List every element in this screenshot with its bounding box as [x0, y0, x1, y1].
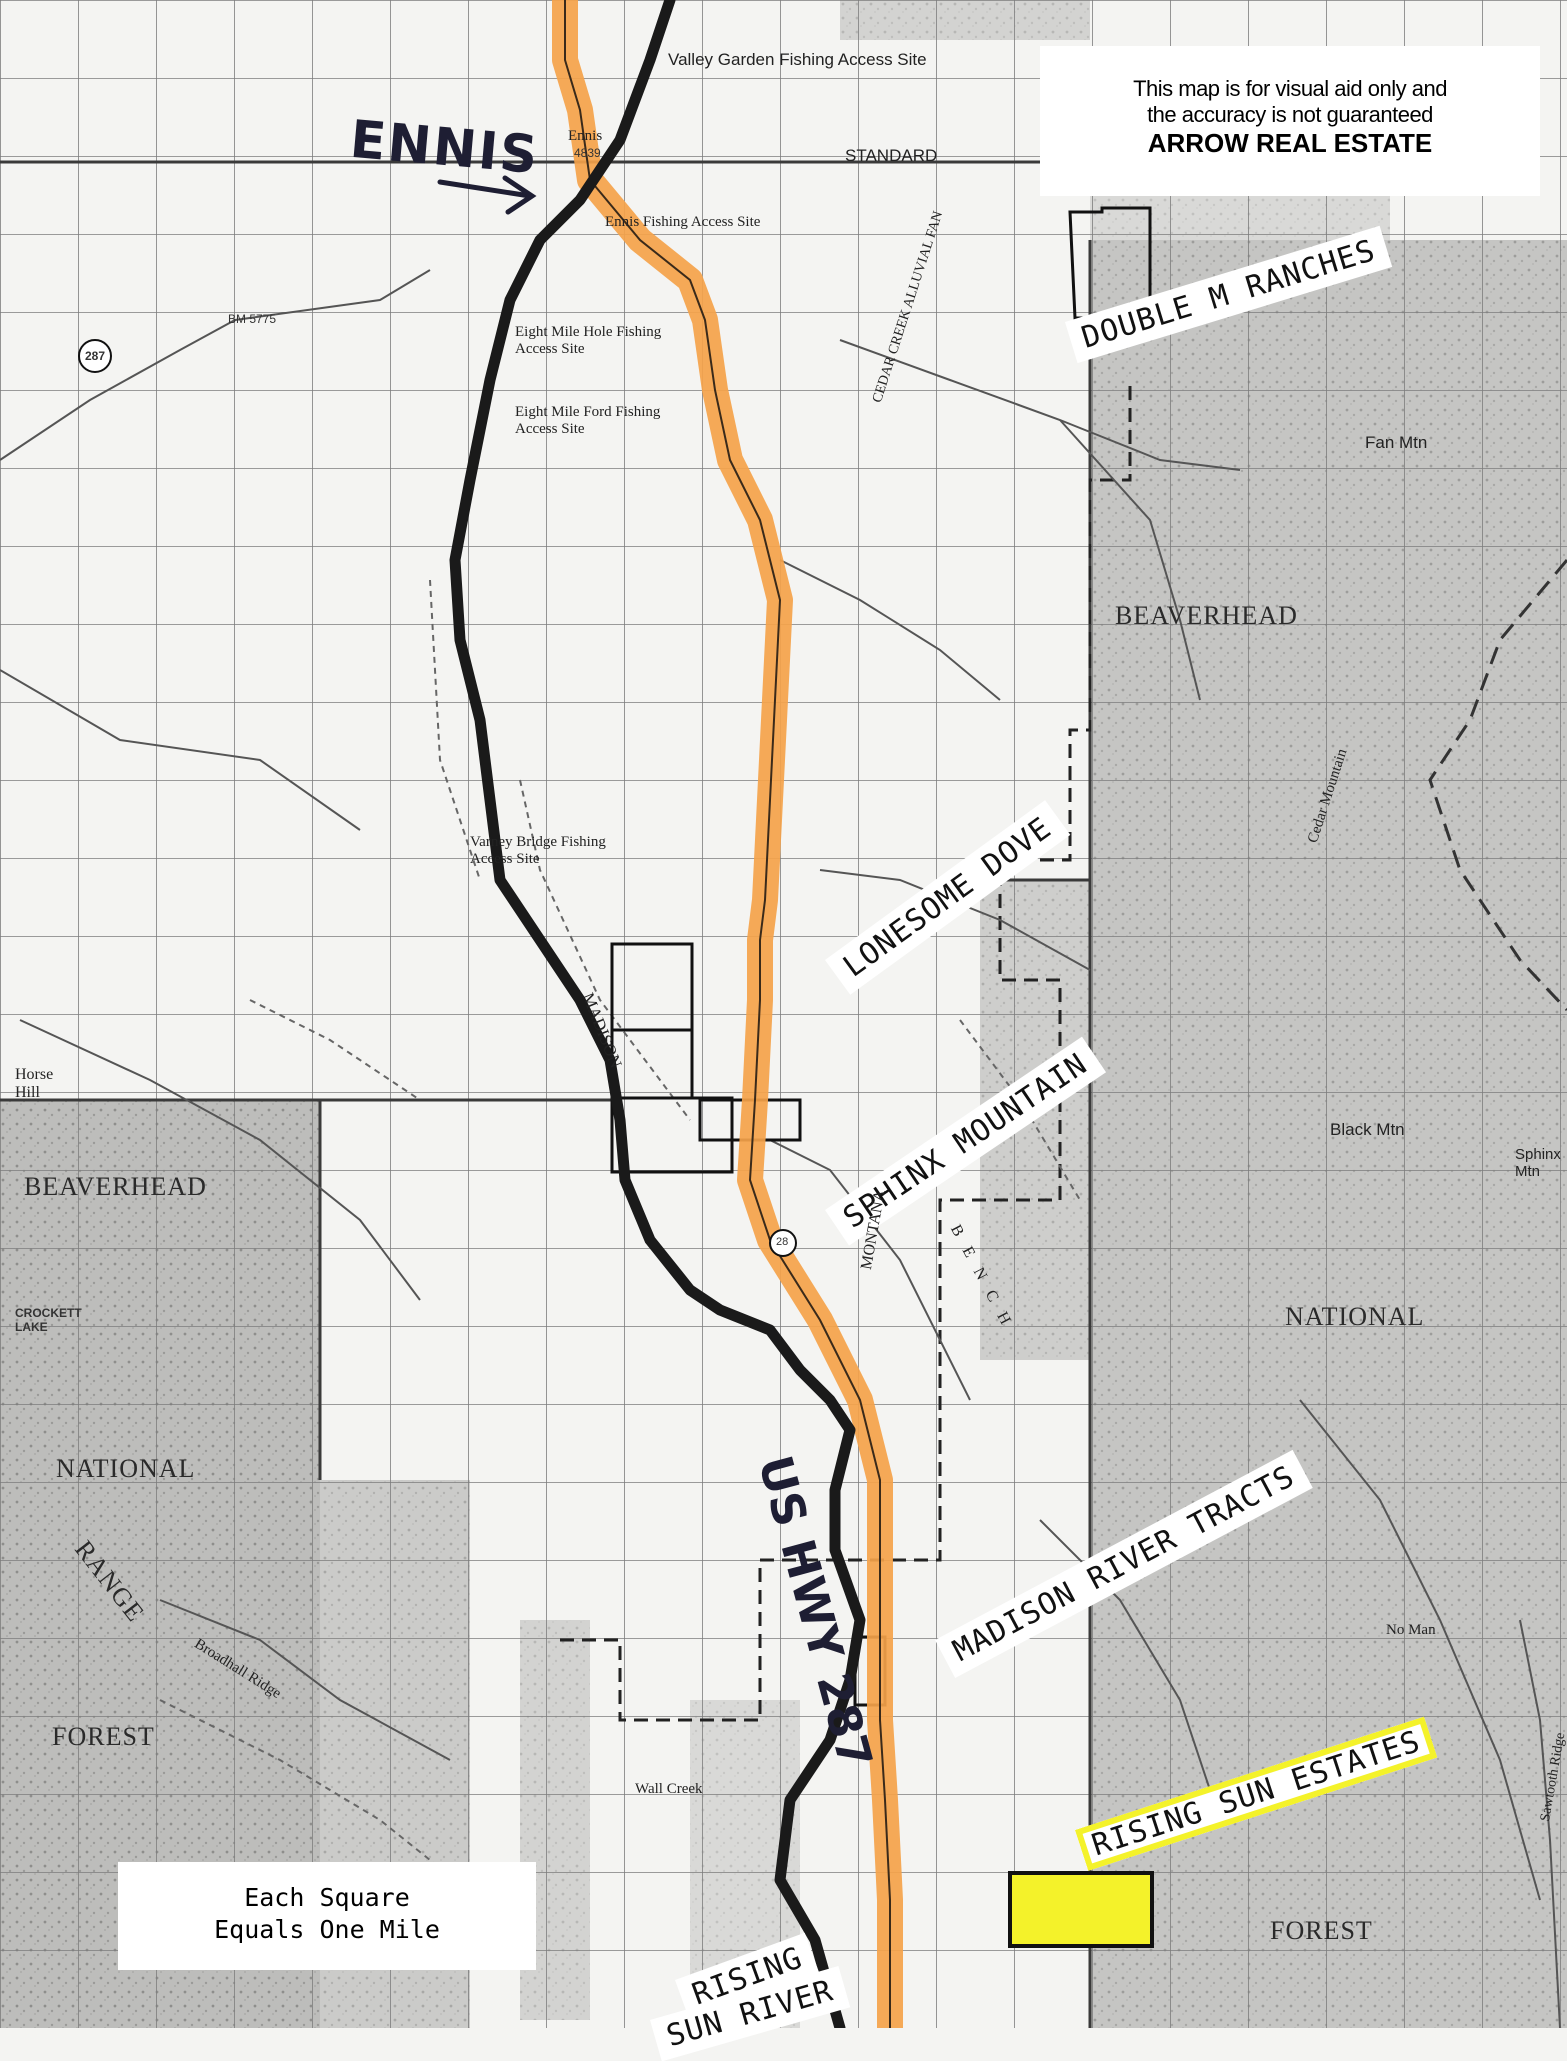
label-national-e: NATIONAL	[1285, 1302, 1425, 1331]
label-ennis-pop: 4839	[574, 146, 601, 160]
label-standard: STANDARD	[845, 146, 938, 165]
scale-line-2: Equals One Mile	[214, 1915, 440, 1944]
label-valley-garden: Valley Garden Fishing Access Site	[668, 50, 927, 69]
hwy-28-shield-icon	[769, 1229, 797, 1257]
disclaimer-line-1: This map is for visual aid only and	[1133, 76, 1447, 101]
label-crockett-lake: CROCKETT LAKE	[15, 1306, 82, 1334]
label-wall-creek: Wall Creek	[635, 1781, 703, 1797]
label-horse-hill: Horse Hill	[15, 1066, 54, 1101]
label-national-w: NATIONAL	[56, 1454, 196, 1483]
label-beaverhead-w: BEAVERHEAD	[24, 1172, 207, 1201]
rising-sun-parcel	[1008, 1871, 1154, 1948]
disclaimer-box: This map is for visual aid only and the …	[1040, 46, 1540, 196]
label-bm5775: BM 5775	[228, 312, 277, 326]
label-black-mtn: Black Mtn	[1330, 1120, 1405, 1139]
label-varney-bridge: Varney Bridge Fishing Access Site	[470, 834, 606, 867]
label-no-man: No Man	[1386, 1622, 1436, 1638]
hwy-287-shield-icon	[78, 339, 112, 373]
label-ennis-fishing: Ennis Fishing Access Site	[605, 214, 761, 230]
shield-28-label: 28	[776, 1236, 789, 1248]
township-lines	[0, 160, 1092, 2028]
label-sphinx-mtn: Sphinx Mtn	[1515, 1146, 1561, 1180]
agency-name: ARROW REAL ESTATE	[1147, 128, 1433, 158]
divide-boundary	[1428, 559, 1567, 1012]
madison-river	[449, 0, 866, 2028]
label-beaverhead-ne: BEAVERHEAD	[1115, 601, 1298, 630]
highway-centerline	[564, 0, 891, 2028]
scale-line-1: Each Square	[244, 1883, 410, 1912]
label-forest-w: FOREST	[52, 1722, 155, 1751]
label-ennis-town: Ennis	[568, 128, 603, 144]
label-forest-e: FOREST	[1270, 1916, 1373, 1945]
roads-creeks	[0, 269, 1561, 2028]
shield-287-label: 287	[85, 349, 106, 363]
forest-boundary	[560, 380, 1132, 1722]
label-eight-mile-ford: Eight Mile Ford Fishing Access Site	[515, 404, 661, 437]
ennis-arrow-icon	[437, 175, 537, 215]
scale-note: Each Square Equals One Mile	[118, 1862, 536, 1970]
label-eight-mile-hole: Eight Mile Hole Fishing Access Site	[515, 324, 662, 357]
disclaimer-line-2: the accuracy is not guaranteed	[1147, 102, 1433, 127]
label-fan-mtn: Fan Mtn	[1365, 433, 1428, 452]
